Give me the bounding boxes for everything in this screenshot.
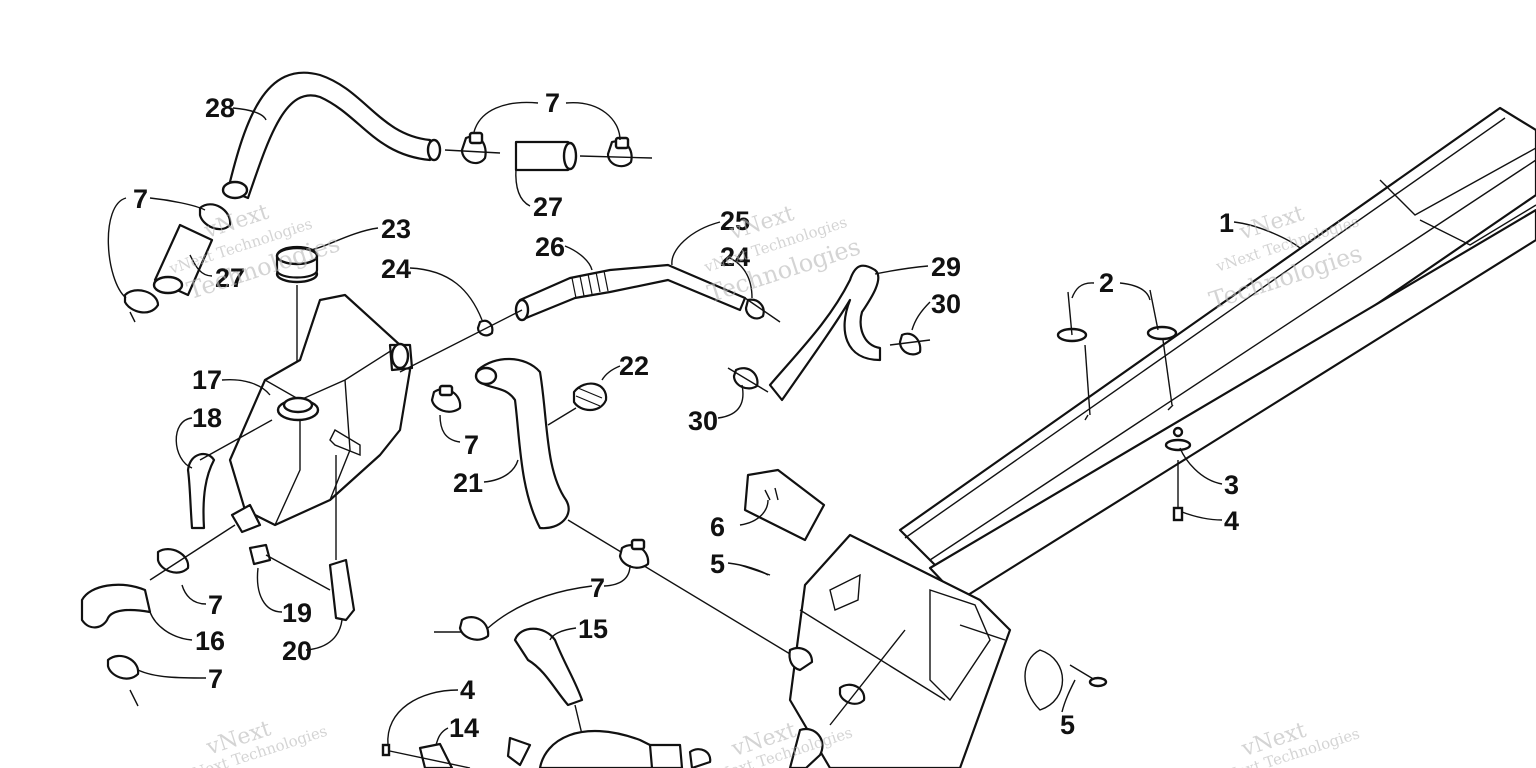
hose-21 (474, 357, 801, 661)
overflow-hose-18 (186, 419, 273, 530)
clamp-7-top-right (579, 136, 653, 168)
leader-lines (107, 101, 1301, 746)
hose-28 (221, 71, 442, 200)
callout-3: 3 (1224, 470, 1239, 500)
clamp-22 (547, 382, 608, 426)
callout-14: 14 (449, 713, 479, 743)
clamp-30-right (889, 332, 931, 356)
clamp-7-left-top (198, 203, 232, 231)
bracket-14 (381, 742, 471, 768)
callout-6: 6 (710, 512, 725, 542)
callout-27: 27 (533, 192, 563, 222)
callout-24: 24 (720, 242, 750, 272)
callout-28: 28 (205, 93, 235, 123)
callout-23: 23 (381, 214, 411, 244)
clamp-30-left (727, 367, 769, 393)
watermark-group-mid: vNext vNext Technologies Technologies (701, 201, 864, 308)
clamp-7-left-bottom (123, 289, 160, 323)
callout-7: 7 (208, 664, 223, 694)
callout-7: 7 (545, 88, 560, 118)
hose-26 (514, 263, 747, 322)
heat-shield-6 (743, 468, 826, 542)
clamp-5-bulkhead (788, 629, 906, 768)
callout-26: 26 (535, 232, 565, 262)
clamp-7-bottom-left (106, 654, 140, 707)
hose-27-left (152, 223, 214, 297)
coolant-tank-17 (228, 293, 414, 534)
bottom-hose-right (506, 730, 712, 768)
callout-22: 22 (619, 351, 649, 381)
callout-24: 24 (381, 254, 411, 284)
callout-5: 5 (1060, 710, 1075, 740)
callout-25: 25 (720, 206, 750, 236)
bulkhead (788, 533, 1012, 768)
callout-29: 29 (931, 252, 961, 282)
callout-19: 19 (282, 598, 312, 628)
radiator-cap-23 (275, 245, 319, 390)
callout-2: 2 (1099, 268, 1114, 298)
callout-7: 7 (590, 573, 605, 603)
clamp-7-left-mid (149, 524, 236, 581)
callout-4: 4 (1224, 506, 1239, 536)
bracket-20 (328, 455, 356, 622)
callout-16: 16 (195, 626, 225, 656)
clamp-7-bottom (434, 616, 490, 641)
clamp-24-right (744, 297, 781, 323)
watermark-group-bottom-left: vNext vNext Technologies (181, 716, 329, 768)
callout-labels: 28 7 7 27 27 23 24 26 25 24 29 30 30 17 … (133, 88, 1239, 743)
callout-15: 15 (578, 614, 608, 644)
callout-7: 7 (464, 430, 479, 460)
callout-1: 1 (1219, 208, 1234, 238)
clamp-7-mid (430, 384, 462, 413)
hose-16 (80, 583, 152, 629)
hose-29 (768, 264, 882, 402)
callout-30: 30 (688, 406, 718, 436)
callout-4: 4 (460, 675, 475, 705)
rivets-and-grommets (739, 289, 1192, 711)
callout-5: 5 (710, 549, 725, 579)
watermark-group-bottom-right: vNext vNext Technologies (1214, 718, 1362, 768)
callout-7: 7 (133, 184, 148, 214)
clamp-24-left (399, 309, 523, 373)
callout-18: 18 (192, 403, 222, 433)
bolt-19 (248, 543, 331, 591)
callout-20: 20 (282, 636, 312, 666)
callout-7: 7 (208, 590, 223, 620)
callout-17: 17 (192, 365, 222, 395)
frame-tunnel (898, 106, 1536, 602)
callout-27: 27 (215, 263, 245, 293)
hose-27-top (514, 140, 578, 172)
clamp-7-lower-mid (618, 538, 650, 569)
callout-21: 21 (453, 468, 483, 498)
clamp-7-top-left (444, 131, 501, 165)
callout-30: 30 (931, 289, 961, 319)
